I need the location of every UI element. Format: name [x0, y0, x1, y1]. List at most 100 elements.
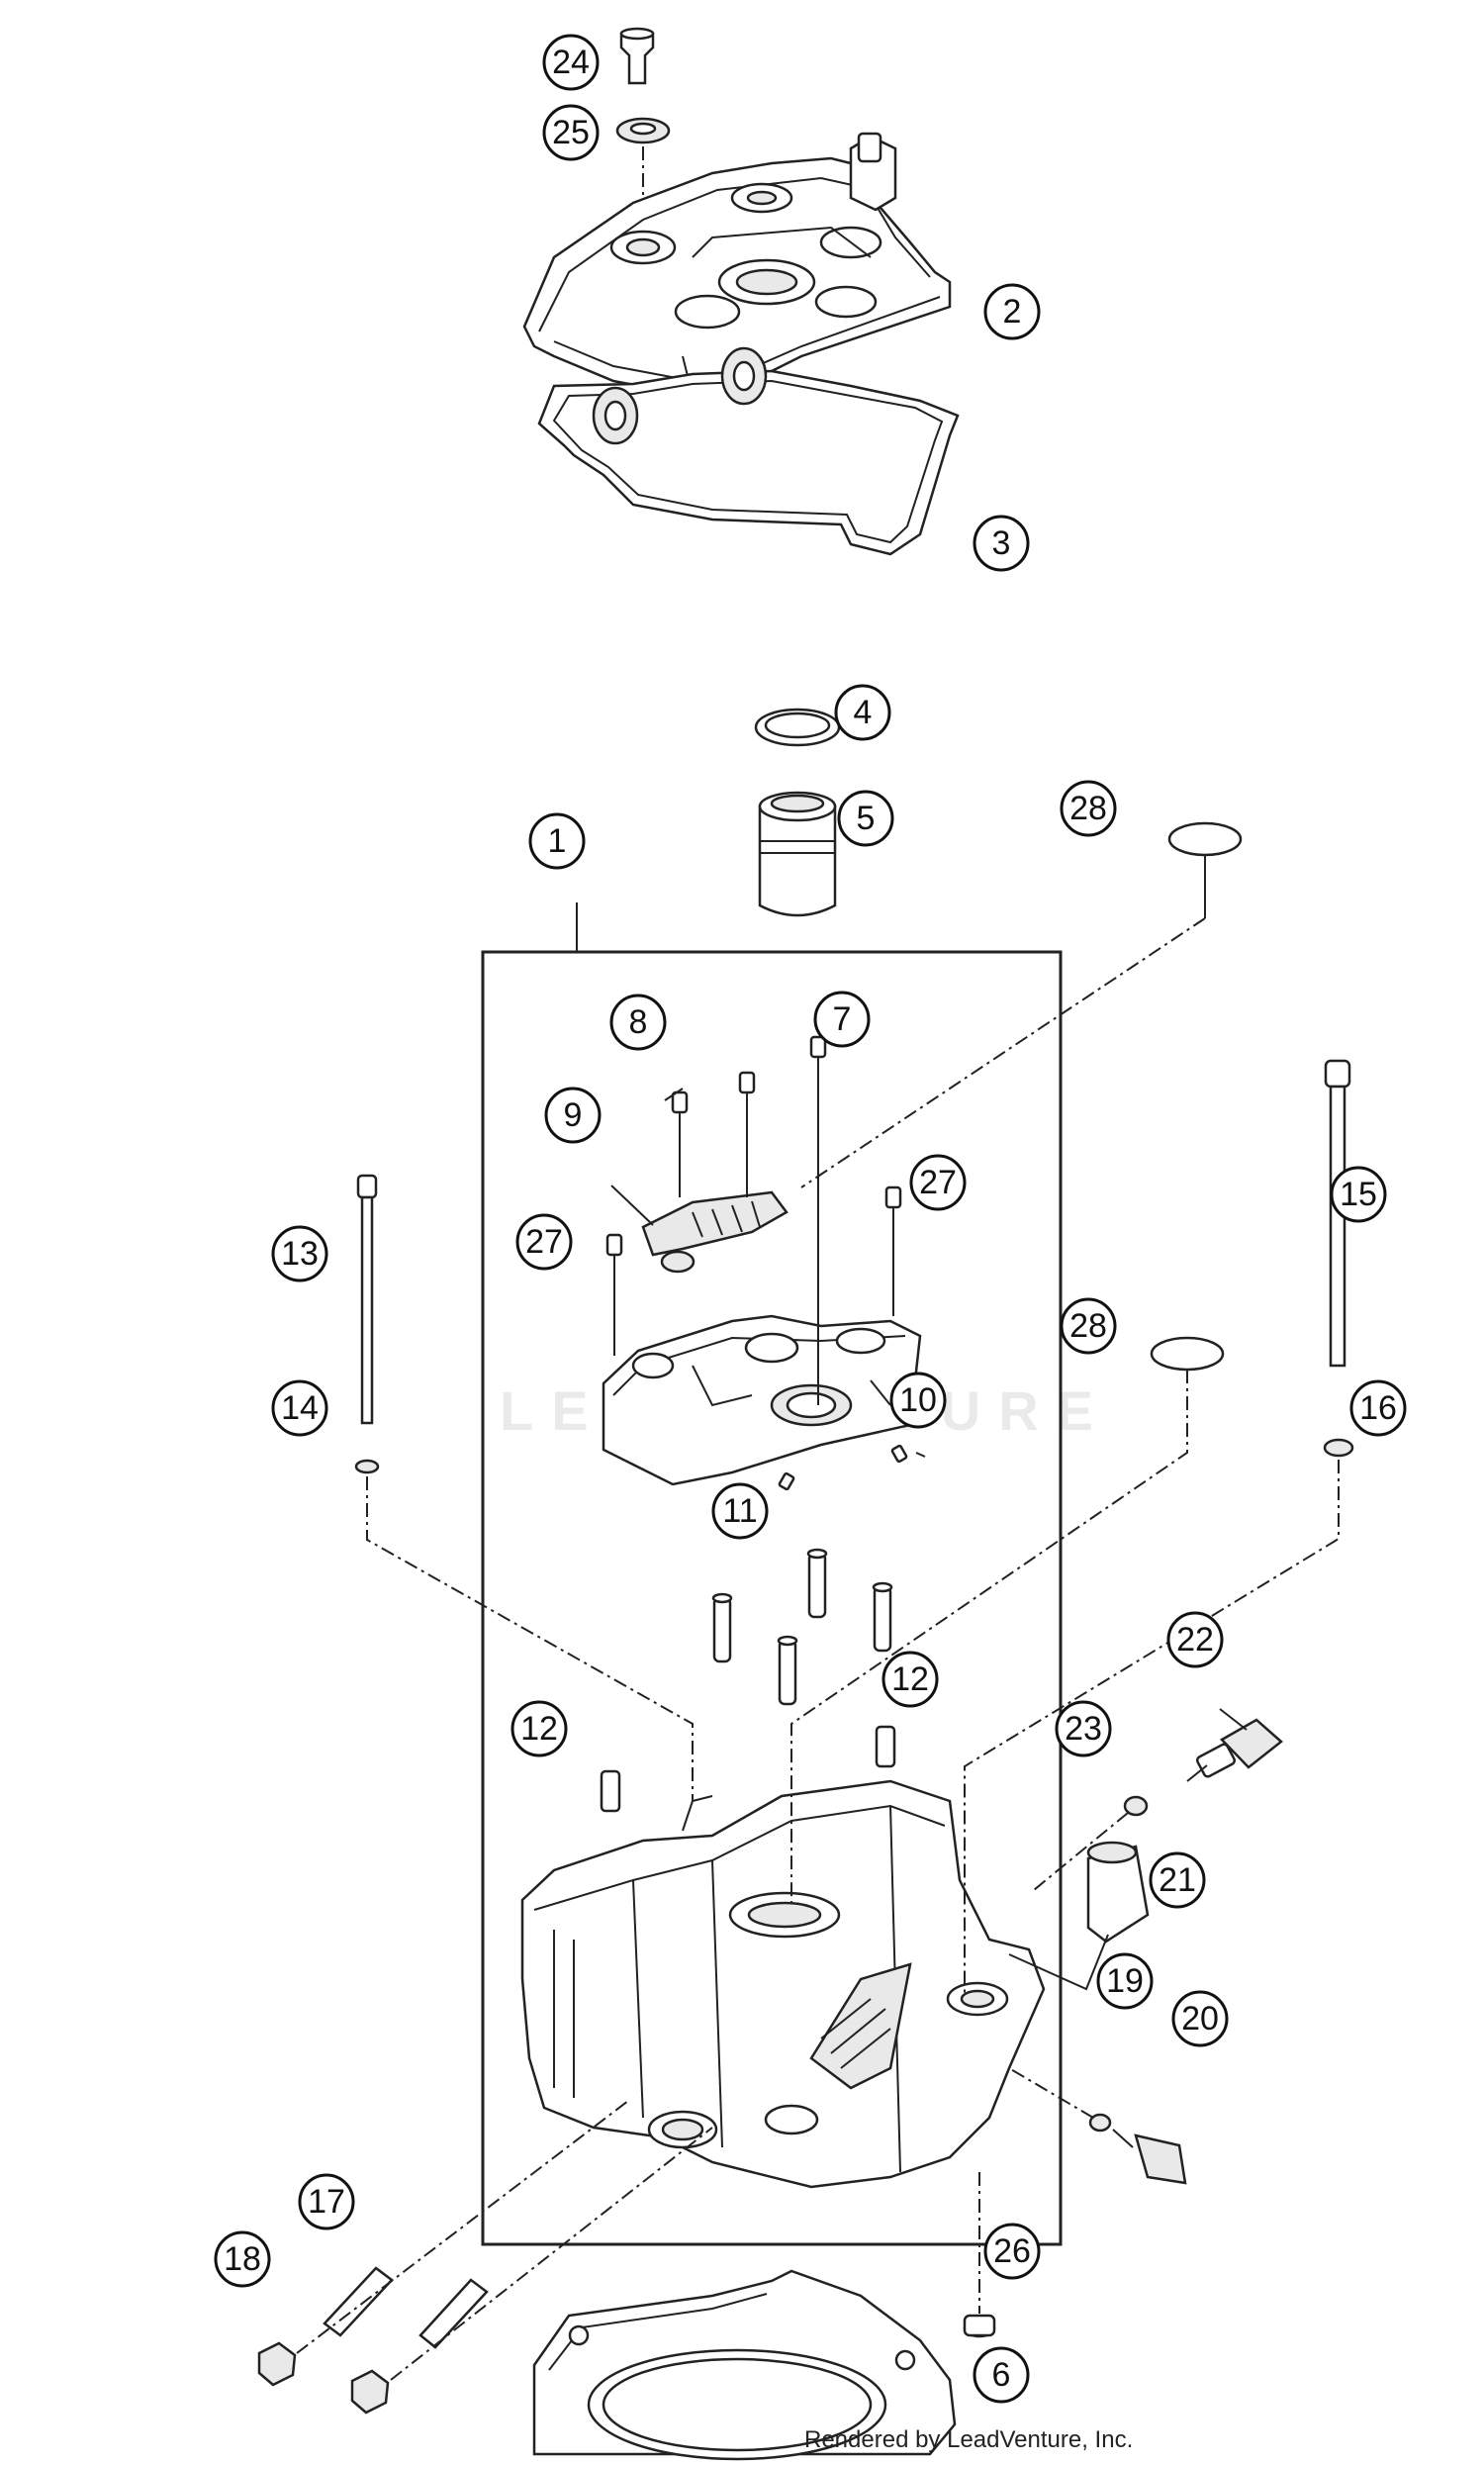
- dash-22-23: [1033, 1812, 1129, 1891]
- callout-20[interactable]: 20: [1171, 1990, 1229, 2047]
- valve-guide-3: [806, 1548, 828, 1619]
- part-20-sensor: [1112, 2129, 1187, 2185]
- svg-text:20: 20: [1181, 2000, 1219, 2038]
- part-5-spark-plug-sleeve: [758, 791, 837, 917]
- callout-4[interactable]: 4: [834, 684, 891, 741]
- callout-11[interactable]: 11: [711, 1482, 769, 1540]
- valve-guide-2: [777, 1635, 798, 1706]
- svg-text:23: 23: [1065, 1710, 1102, 1748]
- dowel-12-right: [875, 1725, 896, 1768]
- part-11-valve-guides: [711, 1548, 893, 1706]
- dash-28-upper: [800, 917, 1206, 1188]
- callout-9[interactable]: 9: [544, 1087, 602, 1144]
- callout-26[interactable]: 26: [983, 2223, 1041, 2280]
- leader-22: [1219, 1708, 1248, 1731]
- svg-text:16: 16: [1359, 1389, 1397, 1427]
- svg-text:12: 12: [520, 1710, 558, 1748]
- part-13-stud-bolt: [356, 1174, 378, 1425]
- part-23-seal-ring: [1123, 1795, 1149, 1817]
- part-12-dowel-pins: [600, 1725, 896, 1813]
- svg-text:28: 28: [1069, 790, 1107, 827]
- part-22-temperature-sensor: [1186, 1718, 1283, 1782]
- callout-19[interactable]: 19: [1096, 1952, 1154, 2010]
- svg-text:15: 15: [1340, 1176, 1377, 1213]
- bolt-7: [809, 1035, 827, 1405]
- part-17-dowel-pins: [323, 2266, 489, 2349]
- callout-5[interactable]: 5: [837, 790, 894, 847]
- callout-21[interactable]: 21: [1149, 1851, 1206, 1909]
- camshaft-carrier: [602, 1314, 922, 1486]
- dash-19-20: [1008, 2067, 1094, 2119]
- part-21-sleeve: [1086, 1841, 1150, 1944]
- svg-text:1: 1: [548, 822, 567, 860]
- svg-text:18: 18: [224, 2240, 261, 2278]
- callout-25[interactable]: 25: [542, 104, 600, 161]
- callout-7[interactable]: 7: [813, 991, 871, 1048]
- svg-text:12: 12: [891, 1660, 929, 1698]
- part-19-washer: [1088, 2113, 1112, 2133]
- part-9-chain-tensioner-rail: [641, 1190, 788, 1274]
- svg-text:17: 17: [308, 2183, 345, 2221]
- valve-guide-4: [872, 1581, 893, 1653]
- assembly-box-1: [481, 950, 1063, 2246]
- part-28-o-ring-upper: [1167, 821, 1243, 857]
- svg-text:14: 14: [281, 1389, 319, 1427]
- callout-14[interactable]: 14: [271, 1379, 328, 1437]
- leader-9: [610, 1185, 654, 1226]
- svg-text:7: 7: [833, 1000, 852, 1038]
- bolt-8-b: [738, 1071, 756, 1197]
- part-6-head-gasket: [532, 2269, 957, 2461]
- part-15-stud-bolt: [1324, 1059, 1351, 1368]
- svg-text:10: 10: [899, 1381, 937, 1419]
- cylinder-head: [520, 1779, 1046, 2189]
- callout-27-right[interactable]: 27: [909, 1154, 967, 1211]
- callout-18[interactable]: 18: [214, 2230, 271, 2288]
- dash-17-18-a: [296, 2100, 629, 2354]
- callout-27-left[interactable]: 27: [515, 1213, 573, 1271]
- svg-text:13: 13: [281, 1235, 319, 1273]
- callout-3[interactable]: 3: [973, 515, 1030, 572]
- svg-text:11: 11: [722, 1492, 757, 1530]
- svg-text:6: 6: [992, 2356, 1011, 2394]
- dash-17-18-b: [390, 2127, 713, 2381]
- callout-8[interactable]: 8: [609, 994, 667, 1051]
- svg-text:3: 3: [992, 524, 1011, 562]
- callout-6[interactable]: 6: [973, 2346, 1030, 2404]
- screw-10-b: [890, 1444, 908, 1464]
- callout-28-lower[interactable]: 28: [1060, 1297, 1117, 1355]
- leader-10: [915, 1452, 926, 1458]
- carrier-bolts: [605, 1035, 908, 1491]
- part-26-plug: [963, 2314, 996, 2338]
- callout-10[interactable]: 10: [889, 1372, 947, 1429]
- callout-15[interactable]: 15: [1330, 1166, 1387, 1223]
- callout-12-right[interactable]: 12: [881, 1651, 939, 1708]
- part-2-valve-cover: [522, 132, 952, 398]
- svg-text:27: 27: [919, 1164, 957, 1201]
- part-4-o-ring: [754, 708, 841, 747]
- callout-16[interactable]: 16: [1349, 1379, 1407, 1437]
- svg-text:9: 9: [564, 1096, 583, 1134]
- dash-28-lower: [790, 1370, 1188, 1905]
- bolt-27-right: [884, 1185, 902, 1316]
- callout-12-left[interactable]: 12: [510, 1700, 568, 1757]
- callout-17[interactable]: 17: [298, 2173, 355, 2230]
- callout-23[interactable]: 23: [1055, 1700, 1112, 1757]
- part-25-seal-washer: [615, 117, 671, 144]
- svg-text:26: 26: [993, 2232, 1031, 2270]
- part-16-washer: [1323, 1438, 1354, 1458]
- svg-text:28: 28: [1069, 1307, 1107, 1345]
- callout-13[interactable]: 13: [271, 1225, 328, 1282]
- callout-1[interactable]: 1: [528, 812, 586, 870]
- callout-24[interactable]: 24: [542, 34, 600, 91]
- part-3-cover-gasket: [537, 346, 960, 556]
- callout-22[interactable]: 22: [1166, 1611, 1224, 1668]
- svg-text:22: 22: [1176, 1621, 1214, 1659]
- svg-text:4: 4: [854, 694, 873, 731]
- part-14-washer: [354, 1459, 380, 1474]
- dash-13-14: [366, 1476, 694, 1801]
- valve-guide-1: [711, 1592, 733, 1663]
- callout-2[interactable]: 2: [983, 283, 1041, 340]
- callout-28-upper[interactable]: 28: [1060, 780, 1117, 837]
- svg-text:25: 25: [552, 114, 590, 151]
